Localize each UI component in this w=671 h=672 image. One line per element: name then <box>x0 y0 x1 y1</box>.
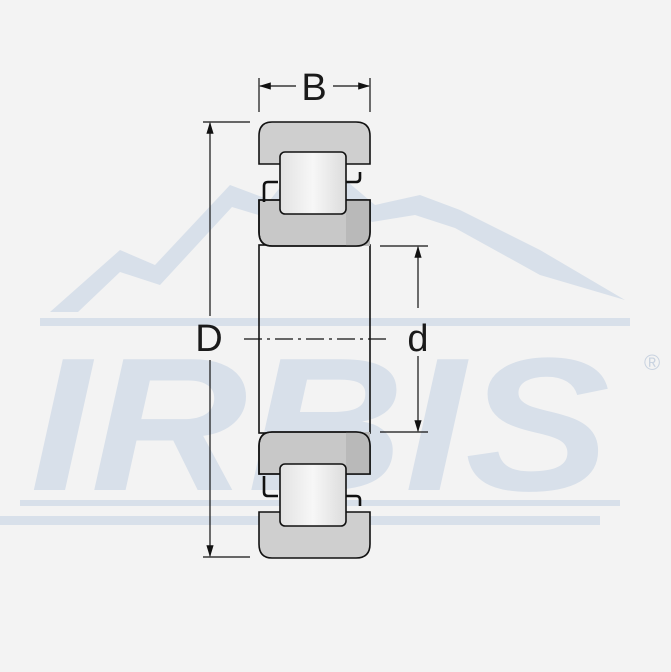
cage-top-right <box>346 172 362 184</box>
cage-bottom-left <box>262 476 278 498</box>
cage-top-left <box>262 180 278 202</box>
dimension-D <box>203 121 250 558</box>
roller-top <box>279 151 347 215</box>
inner-ring-rib-bottom <box>346 432 370 474</box>
registered-mark: ® <box>644 350 660 375</box>
dimension-label-D: D <box>195 318 222 360</box>
roller-bottom <box>279 463 347 527</box>
dimension-label-b: B <box>301 67 326 109</box>
bearing-cross-section <box>258 121 371 559</box>
watermark-stripe <box>40 318 630 326</box>
dimension-d <box>380 245 428 433</box>
inner-ring-rib-top <box>346 200 370 246</box>
cage-bottom-right <box>346 494 362 506</box>
dimension-label-d: d <box>407 318 428 360</box>
dimension-b <box>258 78 371 112</box>
